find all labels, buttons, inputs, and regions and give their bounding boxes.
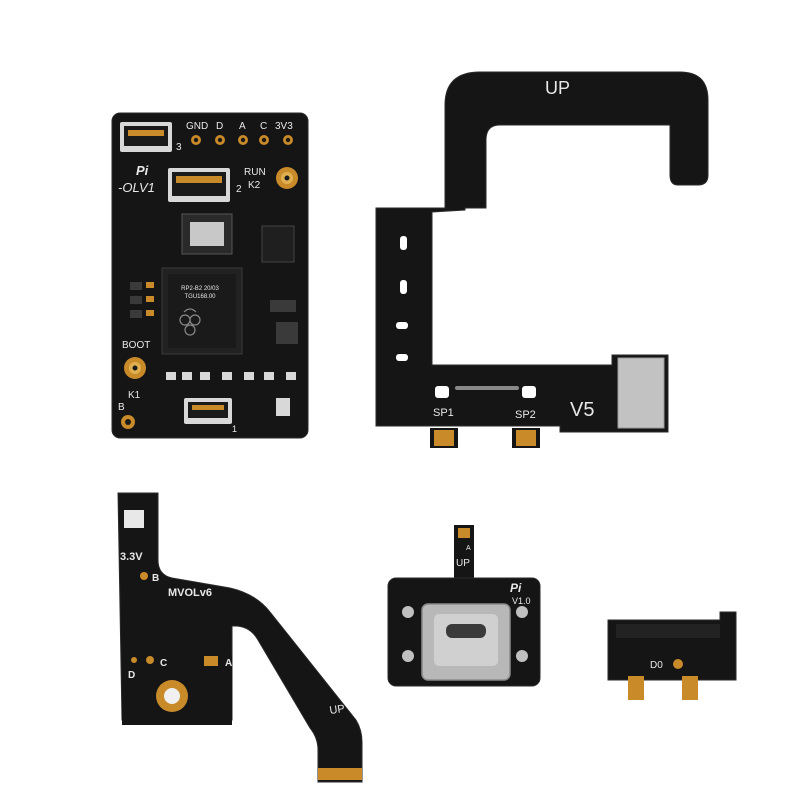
header-label-a: A	[239, 121, 246, 132]
header-label-d: D	[216, 121, 223, 132]
d0-pad	[673, 659, 683, 669]
mvolv6-model-label: MVOLv6	[168, 587, 212, 599]
k1-label: K1	[128, 390, 141, 401]
header-pins: GND D A C 3V3	[186, 121, 293, 145]
steel-shield	[617, 357, 665, 429]
small-board: D0	[607, 611, 737, 700]
flex-cable-v5: UP SP1 SP2 V5	[375, 71, 709, 448]
sp2-label: SP2	[515, 409, 536, 421]
flex-cable-mvolv6: 3.3V B MVOLv6 C A D UP	[117, 492, 363, 783]
flash-chip	[261, 225, 295, 263]
gold-tab-left	[628, 676, 644, 700]
pad-a	[204, 656, 218, 666]
raspberry-logo	[179, 308, 201, 336]
crystal	[181, 213, 233, 255]
pi-logo: Pi	[136, 163, 149, 178]
d0-label: D0	[650, 660, 663, 671]
b-pad-label: B	[118, 402, 125, 413]
b-pad	[121, 415, 135, 429]
usb-a-label: A	[466, 545, 471, 552]
pad-c-label: C	[160, 658, 167, 669]
usb-pi-logo: Pi	[510, 581, 522, 595]
slots	[396, 236, 536, 398]
usb-version-label: V1.0	[512, 596, 531, 606]
pad-a-label: A	[225, 658, 232, 669]
led	[276, 398, 290, 416]
main-chip: RP2-B2 20/03 TGU168.00	[161, 267, 243, 355]
chip-marking-2: TGU168.00	[184, 294, 216, 300]
pad-d-label: D	[128, 670, 135, 681]
main-board: 3 GND D A C 3V3 Pi -OLV1 2	[111, 112, 309, 439]
connector-2: 2	[168, 168, 242, 202]
pad-b-label: B	[152, 573, 159, 584]
pad-3v3	[124, 510, 144, 528]
header-label-c: C	[260, 121, 267, 132]
usb-c-board: A UP Pi V1.0	[387, 525, 541, 687]
mount-ring	[156, 680, 188, 712]
board-model-label: -OLV1	[118, 180, 155, 195]
usb-up-label: UP	[456, 558, 470, 569]
gold-tab-right	[682, 676, 698, 700]
usb-c-connector	[421, 603, 511, 681]
mvolv6-up-label: UP	[329, 703, 346, 717]
k1-button	[124, 357, 146, 379]
pad-b	[140, 572, 148, 580]
connector-2-label: 2	[236, 184, 242, 195]
v5-up-label: UP	[545, 78, 570, 98]
pad-c	[146, 656, 154, 664]
k2-label: K2	[248, 180, 261, 191]
smd-components	[130, 282, 298, 380]
connector-3: 3	[120, 122, 182, 153]
k2-button	[276, 167, 298, 189]
boot-label: BOOT	[122, 340, 150, 351]
sp1-label: SP1	[433, 407, 454, 419]
chip-marking-1: RP2-B2 20/03	[181, 286, 219, 292]
connector-1: 1	[184, 398, 237, 434]
run-label: RUN	[244, 167, 266, 178]
header-label-gnd: GND	[186, 121, 208, 132]
connector-1-label: 1	[232, 424, 237, 434]
voltage-label: 3.3V	[120, 551, 143, 563]
v5-version-label: V5	[570, 399, 594, 421]
header-label-3v3: 3V3	[275, 121, 293, 132]
gold-fingers	[318, 768, 362, 780]
connector-3-label: 3	[176, 142, 182, 153]
gold-tabs	[430, 428, 540, 448]
